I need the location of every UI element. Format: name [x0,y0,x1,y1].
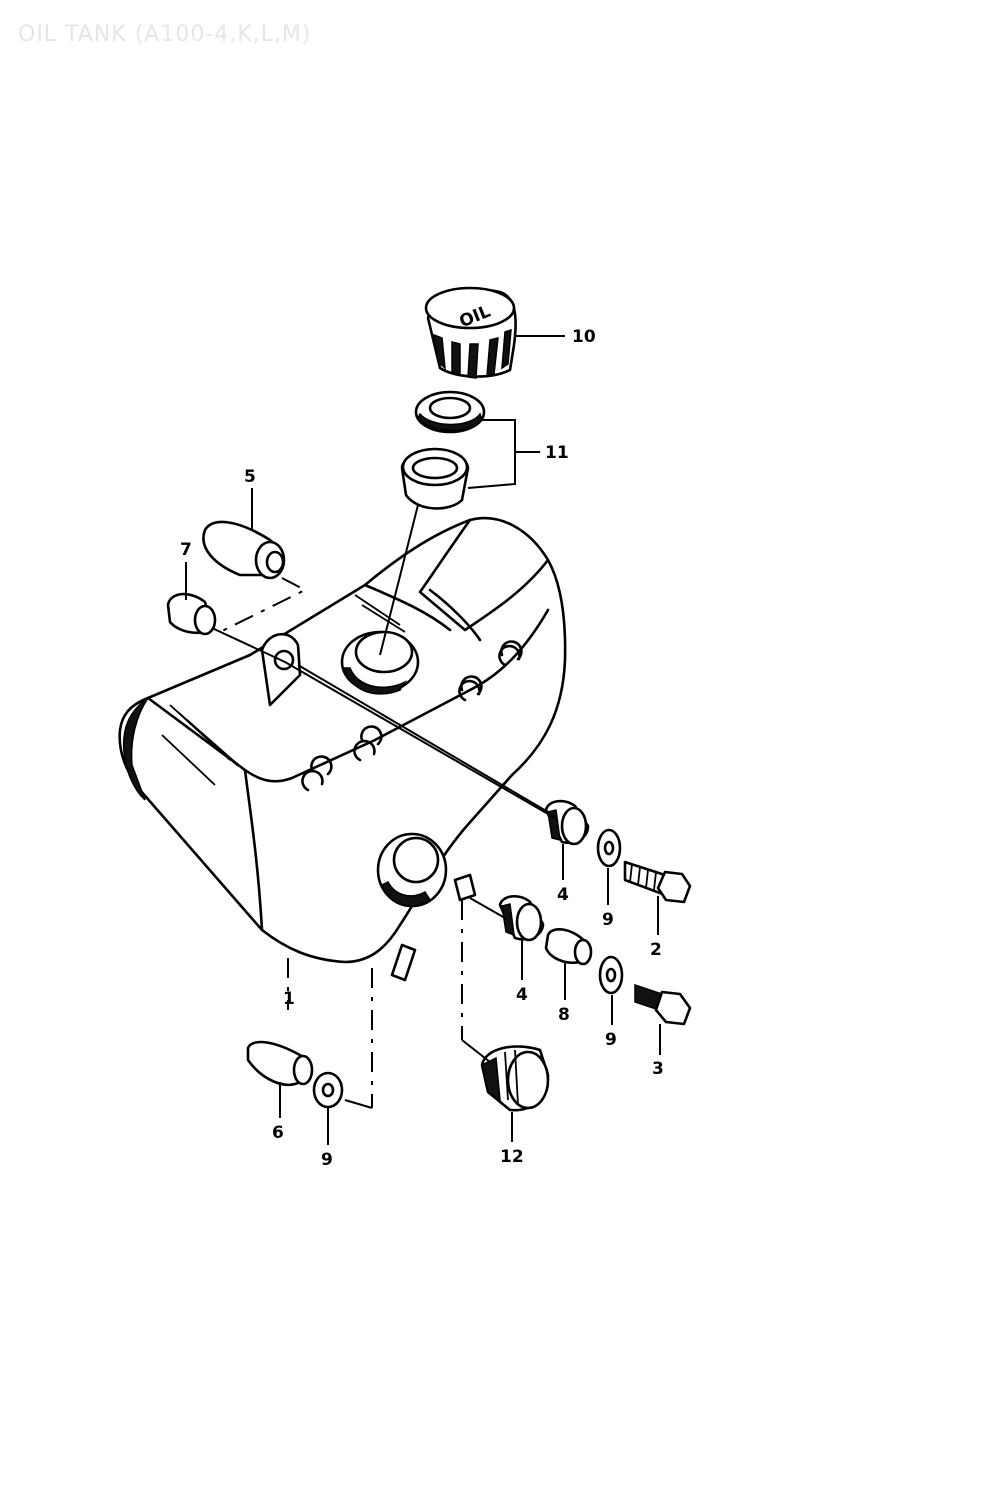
callout-9-lower: 9 [321,1150,333,1170]
outlet-pipe [390,873,477,982]
callout-9-upper: 9 [602,910,614,930]
callout-12: 12 [500,1147,524,1167]
filler-neck [340,630,420,695]
washer-9-mid [598,955,624,995]
callout-5: 5 [244,467,256,487]
callout-2: 2 [650,940,662,960]
drain-plug-12 [480,1045,550,1112]
cushion-5 [202,520,286,580]
filler-packing [414,390,486,434]
assembly-lines [211,504,556,1109]
callout-labels: 10 11 5 7 4 9 2 4 8 9 3 1 6 9 12 [180,327,664,1170]
callout-3: 3 [652,1059,664,1079]
callout-10: 10 [572,327,596,347]
oil-tank [118,516,567,982]
collar-8 [544,927,593,966]
bolt-2 [623,860,692,904]
drain-boss [376,832,448,908]
bolt-3 [634,983,692,1026]
oil-cap: OIL [424,286,517,379]
filler-ring [400,447,470,510]
washer-9-upper [596,828,622,868]
grommet-7 [166,592,217,636]
callout-6: 6 [272,1123,284,1143]
damper-4-lower [498,895,545,942]
callout-8: 8 [558,1005,570,1025]
page-title: OIL TANK (A100-4,K,L,M) [18,22,312,47]
callout-11: 11 [545,443,569,463]
cushion-6 [246,1040,314,1087]
callout-4-upper: 4 [557,885,569,905]
callout-4-lower: 4 [516,985,528,1005]
callout-1: 1 [283,989,295,1009]
callout-7: 7 [180,540,192,560]
damper-4-upper [544,799,590,846]
callout-leaders [185,335,661,1145]
washer-9-lower [312,1071,344,1109]
callout-9-mid: 9 [605,1030,617,1050]
